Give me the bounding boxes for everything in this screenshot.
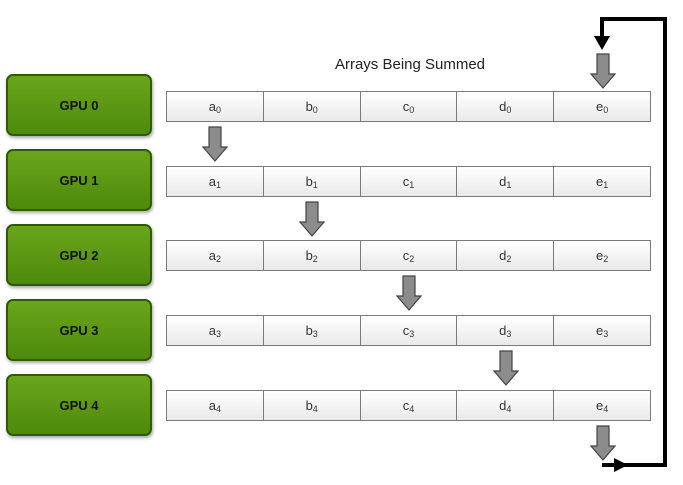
diagram-title: Arrays Being Summed (334, 56, 486, 73)
gpu-0-box: GPU 0 (6, 74, 152, 136)
ring-line (600, 17, 667, 467)
ring-arrowhead-bottom (614, 458, 628, 472)
gpu-1-box: GPU 1 (6, 149, 152, 211)
transfer-arrow (298, 201, 325, 237)
gpu-label: GPU 0 (59, 97, 99, 113)
gpu-3-box: GPU 3 (6, 299, 152, 361)
transfer-arrow (492, 350, 519, 386)
gpu-4-box: GPU 4 (6, 374, 152, 436)
transfer-arrow (589, 53, 616, 89)
transfer-arrow (589, 425, 616, 461)
gpu-label: GPU 4 (59, 397, 99, 413)
transfer-arrow (395, 275, 422, 311)
gpu-label: GPU 2 (59, 247, 99, 263)
transfer-arrow (201, 126, 228, 162)
gpu-2-box: GPU 2 (6, 224, 152, 286)
ring-arrowhead-top (594, 36, 610, 50)
gpu-label: GPU 3 (59, 322, 99, 338)
gpu-label: GPU 1 (59, 172, 99, 188)
